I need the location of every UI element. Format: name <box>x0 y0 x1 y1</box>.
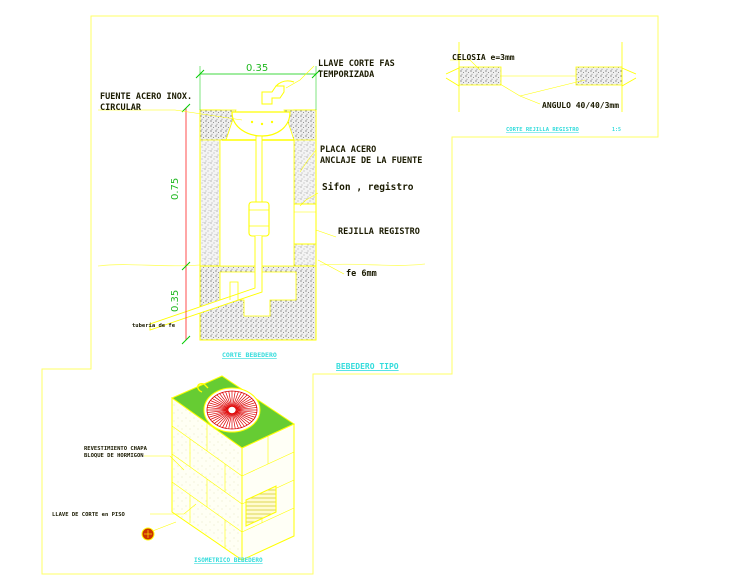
label-lattice: CELOSIA e=3mm <box>452 53 515 62</box>
label-fountain: FUENTE ACERO INOX. <box>100 92 192 102</box>
drawing-title: BEBEDERO TIPO <box>336 362 399 371</box>
grate-detail: CELOSIA e=3mm ANGULO 40/40/3mm CORTE REJ… <box>445 42 637 133</box>
label-angle: ANGULO 40/40/3mm <box>542 101 619 110</box>
width-dimension: 0.35 <box>195 63 321 110</box>
siphon-outlet <box>149 236 263 331</box>
faucet <box>261 85 285 105</box>
label-cladding: REVESTIMIENTO CHAPA <box>84 446 148 452</box>
grate-opening <box>293 203 317 245</box>
section-view: tuberia de fe 0.35 0.75 0.35 <box>97 59 426 359</box>
isometric-title: ISOMETRICO BEBEDERO <box>194 557 263 564</box>
label-valve-2: TEMPORIZADA <box>318 70 374 80</box>
grate-detail-scale: 1:5 <box>612 127 621 133</box>
drain-pipe <box>255 135 263 203</box>
isometric-view: REVESTIMIENTO CHAPA BLOQUE DE HORMIGON L… <box>52 375 296 564</box>
label-floor-valve: LLAVE DE CORTE en PISO <box>52 512 126 518</box>
siphon <box>248 201 270 237</box>
iso-grate <box>245 485 277 527</box>
wall-right-lower <box>293 243 317 267</box>
dim-width: 0.35 <box>246 63 268 74</box>
drain-rays <box>206 390 258 430</box>
label-pipe: fe 6mm <box>346 269 377 279</box>
label-valve: LLAVE CORTE FAS <box>318 59 395 69</box>
cap-right <box>283 109 317 141</box>
label-fountain-2: CIRCULAR <box>100 103 142 113</box>
dim-height-lower: 0.35 <box>170 290 181 312</box>
label-siphon: Sifon , registro <box>322 182 414 193</box>
label-cladding-2: BLOQUE DE HORMIGON <box>84 453 144 459</box>
label-plate: PLACA ACERO <box>320 145 376 155</box>
iso-faucet <box>197 382 209 393</box>
pipe-tag: tuberia de fe <box>132 323 176 329</box>
ground-line <box>97 264 201 267</box>
height-dimension: 0.75 0.35 <box>170 103 191 345</box>
leaders <box>98 65 345 275</box>
sheet-border <box>41 15 659 575</box>
section-title: CORTE BEBEDERO <box>222 351 277 359</box>
grate-bar-right <box>575 66 623 86</box>
label-grate: REJILLA REGISTRO <box>338 227 420 237</box>
supply-pipe <box>229 281 239 300</box>
dim-height-upper: 0.75 <box>170 178 181 200</box>
ground-line-right <box>319 263 426 266</box>
grate-detail-title: CORTE REJILLA REGISTRO <box>506 127 580 133</box>
label-plate-2: ANCLAJE DE LA FUENTE <box>320 156 422 166</box>
